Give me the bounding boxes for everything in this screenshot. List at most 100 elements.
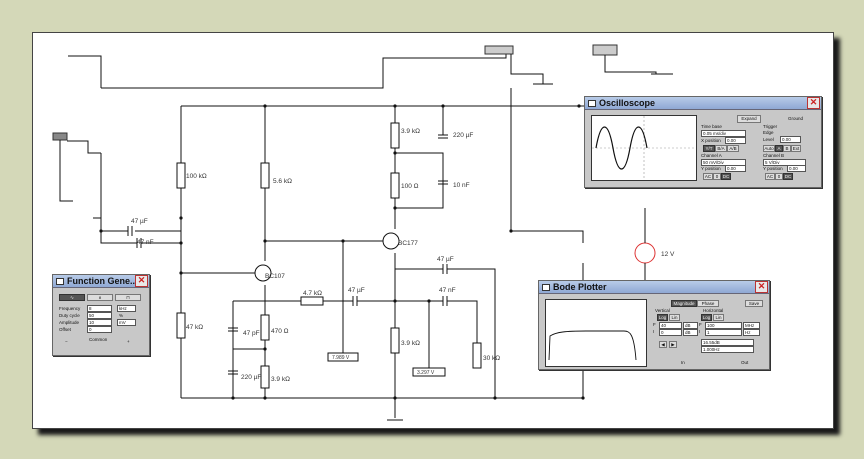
oscilloscope-window[interactable]: Oscilloscope ✕ Expand Ground Time base 0… xyxy=(584,96,822,188)
channel-b-dc-button[interactable]: DC xyxy=(783,173,793,180)
xpos-field[interactable]: 0.00 xyxy=(725,137,746,144)
window-icon xyxy=(56,277,64,285)
channel-a-ac-button[interactable]: AC xyxy=(703,173,713,180)
trigger-b-button[interactable]: B xyxy=(783,145,791,152)
channel-b-scale-field[interactable]: 5 V/Div xyxy=(763,159,806,166)
bode-plotter-window[interactable]: Bode Plotter ✕ Magnitude Phase Save Vert… xyxy=(538,280,770,370)
channel-a-ypos-label: Y position xyxy=(701,166,721,171)
horizontal-log-button[interactable]: Log xyxy=(701,314,712,321)
offset-field[interactable]: 0 xyxy=(87,326,112,333)
channel-b-ypos-field[interactable]: 0.00 xyxy=(787,165,806,172)
label-cap-47p: 47 pF xyxy=(243,330,260,337)
label-res-100k: 100 kΩ xyxy=(186,173,207,180)
minus-terminal[interactable]: − xyxy=(65,339,68,344)
channel-a-dc-button[interactable]: DC xyxy=(721,173,731,180)
label-res-5k6: 5.6 kΩ xyxy=(273,178,292,185)
schematic-canvas: 100 kΩ 5.6 kΩ 3.9 kΩ 100 Ω 220 µF 10 nF … xyxy=(52,44,675,421)
vertical-label: Vertical xyxy=(655,308,670,313)
close-icon[interactable]: ✕ xyxy=(807,97,820,109)
expand-button[interactable]: Expand xyxy=(737,115,761,123)
horizontal-lin-button[interactable]: Lin xyxy=(713,314,724,321)
window-icon xyxy=(542,283,550,291)
horizontal-initial-unit[interactable]: Hz xyxy=(743,329,760,336)
channel-b-zero-button[interactable]: 0 xyxy=(775,173,783,180)
frequency-unit-field[interactable]: kHz xyxy=(117,305,136,312)
save-button[interactable]: Save xyxy=(745,300,763,307)
label-cap-47n-out: 47 nF xyxy=(439,287,456,294)
horizontal-i-label: I xyxy=(699,329,701,334)
duty-cycle-field[interactable]: 50 xyxy=(87,312,112,319)
timebase-field[interactable]: 0.05 ms/div xyxy=(701,130,746,137)
amplitude-field[interactable]: 10 xyxy=(87,319,112,326)
close-icon[interactable]: ✕ xyxy=(135,275,148,287)
function-generator-titlebar[interactable]: Function Gene... ✕ xyxy=(53,275,149,288)
vertical-log-button[interactable]: Log xyxy=(657,314,668,321)
phase-button[interactable]: Phase xyxy=(697,300,719,307)
mode-ba-button[interactable]: B/A xyxy=(715,145,727,152)
function-generator-title: Function Gene... xyxy=(67,276,135,286)
label-cap-10n: 10 nF xyxy=(453,182,470,189)
channel-b-ac-button[interactable]: AC xyxy=(765,173,775,180)
label-cap-220u-bot: 220 µF xyxy=(241,374,261,381)
label-supply: 12 V xyxy=(661,251,675,258)
waveform-triangle-button[interactable]: ∧ xyxy=(87,294,113,301)
out-terminal-label: Out xyxy=(741,360,749,365)
waveform-square-button[interactable]: ⊓ xyxy=(115,294,141,301)
channel-a-scale-field[interactable]: 50 mV/Div xyxy=(701,159,746,166)
oscilloscope-titlebar[interactable]: Oscilloscope ✕ xyxy=(585,97,821,110)
vertical-initial-unit[interactable]: dB xyxy=(683,329,698,336)
level-field[interactable]: 0.00 xyxy=(780,136,801,143)
vertical-final-unit[interactable]: dB xyxy=(683,322,698,329)
in-terminal-label: In xyxy=(681,360,685,365)
channel-a-label: Channel A xyxy=(701,153,722,158)
vertical-f-label: F xyxy=(653,322,656,327)
magnitude-button[interactable]: Magnitude xyxy=(671,300,697,307)
label-res-47k: 47 kΩ xyxy=(186,324,203,331)
horizontal-f-label: F xyxy=(699,322,702,327)
level-label: Level xyxy=(763,137,774,142)
channel-a-zero-button[interactable]: 0 xyxy=(713,173,721,180)
readout-frequency: 1.000Hz xyxy=(701,346,754,353)
oscilloscope-title: Oscilloscope xyxy=(599,98,656,108)
trigger-a-button[interactable]: A xyxy=(775,145,783,152)
close-icon[interactable]: ✕ xyxy=(755,281,768,293)
label-cap-47n-in: 47 nF xyxy=(137,239,154,246)
label-cap-47u-right: 47 µF xyxy=(437,256,454,263)
label-res-470: 470 Ω xyxy=(271,328,289,335)
channel-b-ypos-label: Y position xyxy=(763,166,783,171)
bode-titlebar[interactable]: Bode Plotter ✕ xyxy=(539,281,769,294)
vertical-final-field[interactable]: 40 xyxy=(659,322,682,329)
amplitude-label: Amplitude xyxy=(59,320,80,325)
readout-db: 16.55dB xyxy=(701,339,754,346)
vertical-initial-field[interactable]: 0 xyxy=(659,329,682,336)
edge-label: Edge xyxy=(763,130,774,135)
duty-cycle-label: Duty cycle xyxy=(59,313,80,318)
common-label: Common xyxy=(89,337,108,342)
cursor-left-button[interactable]: ◀ xyxy=(659,341,667,348)
vertical-lin-button[interactable]: Lin xyxy=(669,314,680,321)
label-res-30k: 30 kΩ xyxy=(483,355,500,362)
voltmeter-1-reading: 7.989 V xyxy=(332,355,350,361)
mode-yt-button[interactable]: Y/T xyxy=(703,145,715,152)
window-icon xyxy=(588,99,596,107)
cursor-right-button[interactable]: ▶ xyxy=(669,341,677,348)
channel-a-ypos-field[interactable]: 0.00 xyxy=(725,165,746,172)
trigger-ext-button[interactable]: Ext xyxy=(791,145,801,152)
frequency-field[interactable]: 8 xyxy=(87,305,112,312)
bode-title: Bode Plotter xyxy=(553,282,607,292)
amplitude-unit-field[interactable]: mV xyxy=(117,319,136,326)
trigger-label: Trigger xyxy=(763,124,778,129)
timebase-label: Time base xyxy=(701,124,722,129)
trigger-auto-button[interactable]: Auto xyxy=(763,145,775,152)
probe-icon xyxy=(484,45,514,55)
bode-response-plot xyxy=(548,330,637,361)
horizontal-final-unit[interactable]: MHz xyxy=(743,322,760,329)
horizontal-final-field[interactable]: 100 xyxy=(705,322,742,329)
waveform-sine-button[interactable]: ∿ xyxy=(59,294,85,301)
horizontal-label: Horizontal xyxy=(703,308,724,313)
function-generator-window[interactable]: Function Gene... ✕ ∿ ∧ ⊓ Frequency 8 kHz… xyxy=(52,274,150,356)
horizontal-initial-field[interactable]: 1 xyxy=(705,329,742,336)
plus-terminal[interactable]: + xyxy=(127,339,130,344)
mode-ab-button[interactable]: A/B xyxy=(727,145,739,152)
offset-label: Offset xyxy=(59,327,71,332)
